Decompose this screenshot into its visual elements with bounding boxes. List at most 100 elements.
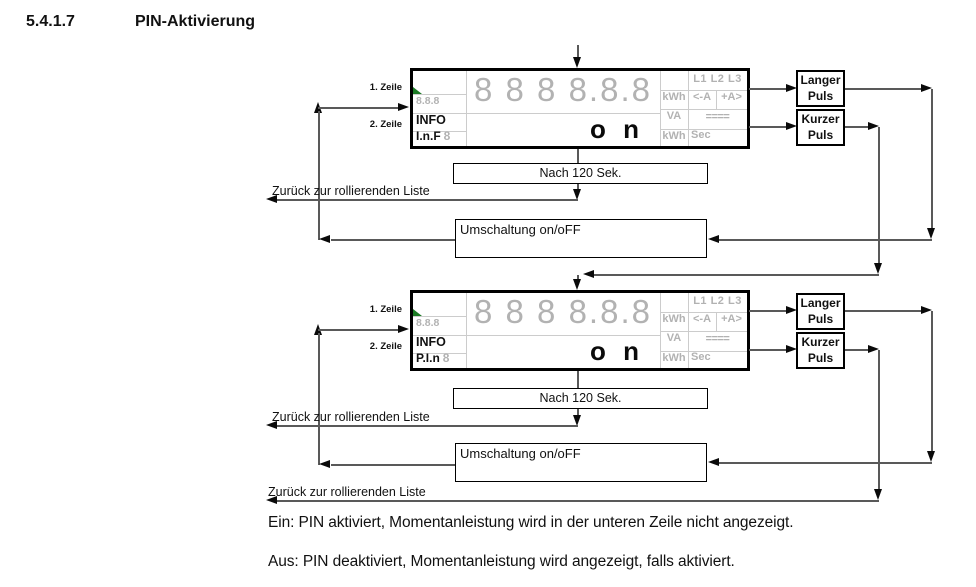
phase-indicator-label: L1 L2 L3 xyxy=(693,73,742,85)
display-gridline xyxy=(688,71,689,146)
kurzer-puls-box-1: Kurzer Puls xyxy=(796,109,845,146)
arrowhead-right-icon xyxy=(921,84,932,92)
kurzer-label: Kurzer xyxy=(801,112,840,126)
flow-line xyxy=(318,107,399,109)
lcd-value-on: o n xyxy=(590,336,644,366)
zurueck-label-3: Zurück zur rollierenden Liste xyxy=(268,485,426,499)
arrowhead-left-icon xyxy=(266,421,277,429)
arrowhead-left-icon xyxy=(266,496,277,504)
aus-description: Aus: PIN deaktiviert, Momentanleistung w… xyxy=(268,553,735,570)
ein-description: Ein: PIN aktiviert, Momentanleistung wir… xyxy=(268,514,794,531)
import-arrow-label: <-A xyxy=(692,91,712,103)
segment-test-label: 8.8.8 xyxy=(416,95,440,107)
arrowhead-left-icon xyxy=(583,270,594,278)
flow-line xyxy=(878,127,880,264)
segment-test-label: 8.8.8 xyxy=(416,317,440,329)
display-gridline xyxy=(413,131,466,132)
lcd-digits: 8 8 8 8.8.8 xyxy=(474,293,652,330)
flow-line xyxy=(277,425,578,427)
menu-code-digit: 8 xyxy=(442,351,450,365)
arrowhead-down-icon xyxy=(573,57,581,68)
display-gridline xyxy=(413,316,466,317)
cursor-triangle-icon xyxy=(413,309,422,316)
sec-label: Sec xyxy=(691,129,711,141)
menu-code: I.n.F xyxy=(416,129,441,143)
unit-kwh-label: kWh xyxy=(662,91,686,103)
langer-label: Langer xyxy=(800,73,841,87)
arrowhead-left-icon xyxy=(319,235,330,243)
flow-line xyxy=(845,349,870,351)
unit-va-label: VA xyxy=(666,110,682,122)
flow-line xyxy=(931,89,933,228)
display-gridline xyxy=(466,113,660,114)
arrowhead-right-icon xyxy=(786,345,797,353)
flow-line xyxy=(331,464,455,466)
sec-label: Sec xyxy=(691,351,711,363)
puls-label: Puls xyxy=(807,350,834,365)
arrowhead-right-icon xyxy=(868,122,879,130)
menu-code-digit: 8 xyxy=(443,129,451,143)
row-label-2: 2. Zeile xyxy=(369,341,402,352)
info-label: INFO xyxy=(416,113,446,127)
flow-line xyxy=(845,310,923,312)
display-gridline xyxy=(413,113,466,114)
flow-line xyxy=(577,45,579,59)
display-gridline xyxy=(660,351,747,352)
cursor-triangle-icon xyxy=(413,87,422,94)
arrowhead-down-icon xyxy=(573,189,581,200)
display-gridline xyxy=(660,109,747,110)
arrowhead-down-icon xyxy=(927,228,935,239)
display-gridline xyxy=(466,335,660,336)
puls-label: Puls xyxy=(807,88,834,103)
flow-line xyxy=(318,329,399,331)
arrowhead-left-icon xyxy=(266,195,277,203)
arrowhead-right-icon xyxy=(868,345,879,353)
display-gridline xyxy=(660,71,661,146)
flow-line xyxy=(749,126,787,128)
unit-kwh-label: kWh xyxy=(662,130,686,142)
kurzer-label: Kurzer xyxy=(801,335,840,349)
umschaltung-box-1: Umschaltung on/oFF xyxy=(455,219,707,258)
arrowhead-right-icon xyxy=(786,122,797,130)
nach-120-sek-box-1: Nach 120 Sek. xyxy=(453,163,708,184)
comm-bars-icon: ==== xyxy=(705,333,730,345)
display-gridline xyxy=(688,293,689,368)
display-gridline xyxy=(660,312,747,313)
row-label-2: 2. Zeile xyxy=(369,119,402,130)
puls-label: Puls xyxy=(807,127,834,142)
flow-line xyxy=(577,275,579,280)
display-gridline xyxy=(413,353,466,354)
lcd-value-on: o n xyxy=(590,114,644,144)
menu-code: P.I.n xyxy=(416,351,440,365)
flow-line xyxy=(719,239,932,241)
display-gridline xyxy=(660,129,747,130)
display-gridline xyxy=(660,293,661,368)
section-number: 5.4.1.7 xyxy=(26,13,75,30)
langer-puls-box-1: Langer Puls xyxy=(796,70,845,107)
flow-line xyxy=(277,199,578,201)
flow-line xyxy=(845,126,870,128)
flow-line xyxy=(577,371,579,388)
display-gridline xyxy=(466,293,467,368)
flow-line xyxy=(845,88,923,90)
display-gridline xyxy=(716,312,717,331)
arrowhead-down-icon xyxy=(874,489,882,500)
arrowhead-right-icon xyxy=(786,84,797,92)
flow-line xyxy=(749,310,787,312)
display-gridline xyxy=(660,331,747,332)
puls-label: Puls xyxy=(807,311,834,326)
umschaltung-box-2: Umschaltung on/oFF xyxy=(455,443,707,482)
display-gridline xyxy=(660,90,747,91)
arrowhead-down-icon xyxy=(573,415,581,426)
flow-line xyxy=(318,333,320,465)
flow-line xyxy=(577,184,579,190)
arrowhead-right-icon xyxy=(398,103,409,111)
display-gridline xyxy=(466,71,467,146)
flow-line xyxy=(331,239,455,241)
langer-label: Langer xyxy=(800,296,841,310)
unit-kwh-label: kWh xyxy=(662,313,686,325)
